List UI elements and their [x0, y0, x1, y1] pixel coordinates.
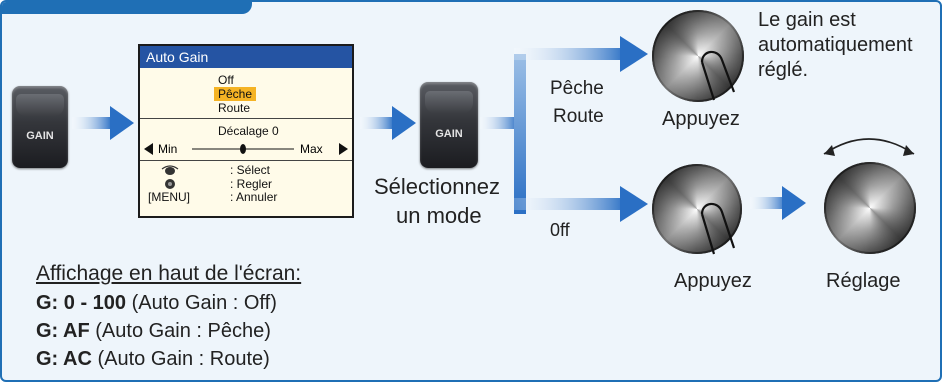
auto-note: Le gain est automatiquement réglé.	[758, 9, 913, 81]
arrow-menu-to-key	[360, 106, 416, 140]
display-heading: Affichage en haut de l'écran:	[36, 262, 302, 285]
hint-select: : Sélect	[230, 163, 271, 177]
auto-gain-menu: Auto Gain Off Pêche Route Décalage 0 Min…	[138, 44, 354, 218]
select-mode-label-2: un mode	[396, 203, 482, 228]
hint-menu-key: [MENU]	[148, 190, 190, 204]
slider-graphic	[144, 143, 348, 155]
arrow-key-to-menu	[72, 106, 134, 140]
branch-bottom-label: 0ff	[550, 220, 570, 240]
menu-divider	[140, 118, 352, 119]
branch-top-label-2: Route	[553, 106, 604, 127]
gain-key-label: GAIN	[26, 130, 54, 142]
slider-min: Min	[158, 142, 178, 156]
hand-press-icon	[700, 202, 736, 255]
knob-press-bottom[interactable]	[652, 164, 742, 254]
slider-max: Max	[300, 142, 323, 156]
display-line-route: G: AC (Auto Gain : Route)	[36, 348, 270, 370]
knob-press-top[interactable]	[652, 10, 744, 102]
offset-slider[interactable]: Min Max	[144, 140, 348, 158]
menu-option-off[interactable]: Off	[218, 73, 234, 87]
display-line-peche: G: AF (Auto Gain : Pêche)	[36, 320, 271, 342]
arrow-branch	[480, 36, 648, 222]
arrow-press-to-adjust	[750, 186, 806, 220]
menu-divider	[140, 160, 352, 161]
menu-option-peche[interactable]: Pêche	[214, 87, 257, 101]
offset-label: Décalage 0	[218, 124, 279, 138]
menu-option-route[interactable]: Route	[218, 101, 251, 115]
select-mode-label-1: Sélectionnez	[374, 174, 500, 199]
gain-key-label: GAIN	[435, 128, 463, 140]
header-tab	[2, 2, 252, 14]
adjust-label: Réglage	[826, 270, 901, 292]
press-label-top: Appuyez	[662, 108, 740, 130]
press-label-bottom: Appuyez	[674, 270, 752, 292]
select-knob-icon	[161, 165, 179, 175]
gain-key-second[interactable]: GAIN	[420, 82, 478, 168]
menu-title: Auto Gain	[140, 46, 352, 68]
branch-top-label-1: Pêche	[550, 78, 604, 99]
hint-adjust: : Regler	[230, 177, 273, 191]
gain-key[interactable]: GAIN	[12, 86, 68, 168]
rotate-arrow-icon	[823, 138, 915, 156]
hint-cancel: : Annuler	[230, 190, 278, 204]
hand-press-icon	[700, 50, 736, 101]
display-line-off: G: 0 - 100 (Auto Gain : Off)	[36, 292, 277, 314]
adjust-knob-icon	[165, 179, 175, 189]
knob-adjust[interactable]	[824, 162, 916, 254]
